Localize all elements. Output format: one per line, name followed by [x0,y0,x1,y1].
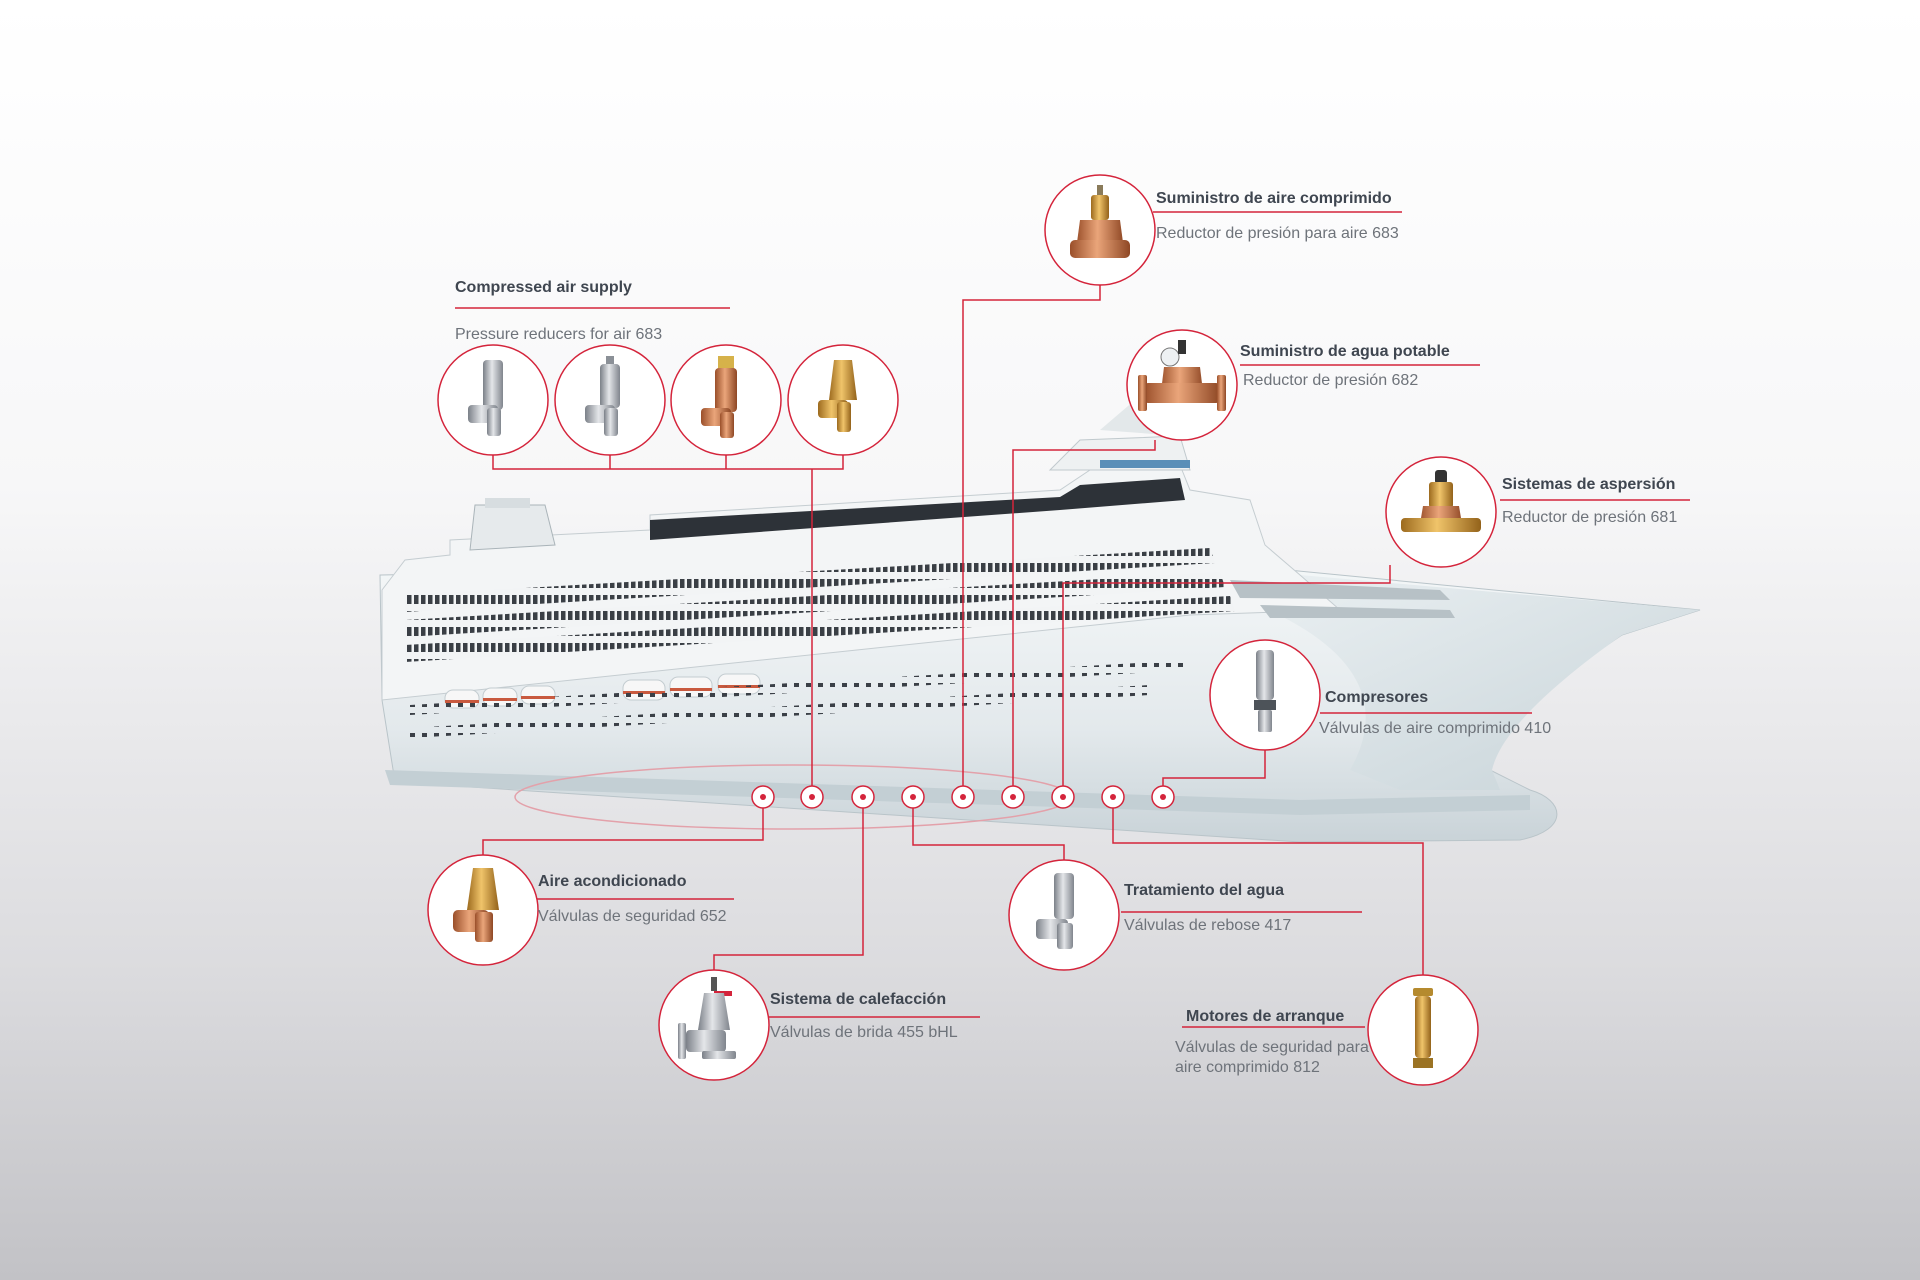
label-subtitle: Válvulas de aire comprimido 410 [1319,720,1552,737]
ship-funnel [469,504,556,551]
label-title: Tratamiento del agua [1124,882,1285,899]
product-circles [427,174,1497,1086]
valve-icon[interactable] [437,344,549,456]
valve-icon[interactable] [554,344,666,456]
label-subtitle: Válvulas de rebose 417 [1124,917,1292,934]
pressure-reducer-icon[interactable] [1385,456,1497,568]
label-subtitle: Reductor de presión 682 [1243,372,1419,389]
valve-icon[interactable] [670,344,782,456]
pressure-reducer-icon[interactable] [1044,174,1156,286]
label-title: Compressed air supply [455,279,632,296]
label-sistema-calefaccion: Sistema de calefacción Válvulas de brida… [770,991,980,1043]
label-sistemas-aspersion: Sistemas de aspersión Reductor de presió… [1502,476,1692,528]
label-subtitle: Válvulas de brida 455 bHL [770,1024,958,1041]
ship-bow [1185,565,1700,790]
label-title: Sistema de calefacción [770,991,947,1008]
label-subtitle: Pressure reducers for air 683 [455,326,663,343]
valve-icon[interactable] [787,344,899,456]
label-title: Suministro de aire comprimido [1156,190,1392,207]
label-compressed-air-supply: Compressed air supply Pressure reducers … [455,279,730,345]
label-motores-arranque: Motores de arranque Válvulas de segurida… [1175,1008,1369,1078]
label-title: Aire acondicionado [538,873,687,890]
label-subtitle: Reductor de presión 681 [1502,509,1678,526]
valve-icon[interactable] [427,854,539,966]
label-subtitle-line2: aire comprimido 812 [1175,1059,1320,1076]
label-suministro-aire-comprimido: Suministro de aire comprimido Reductor d… [1156,190,1406,244]
label-title: Sistemas de aspersión [1502,476,1676,493]
cruise-ship [379,400,1701,843]
label-subtitle: Válvulas de seguridad 652 [538,908,727,925]
label-suministro-agua-potable: Suministro de agua potable Reductor de p… [1240,343,1480,391]
label-compresores: Compresores Válvulas de aire comprimido … [1319,689,1551,739]
valve-icon[interactable] [1008,859,1120,971]
label-title: Compresores [1325,689,1429,706]
flanged-valve-icon[interactable] [658,969,770,1081]
label-title: Motores de arranque [1186,1008,1345,1025]
valve-icon[interactable] [1367,974,1479,1086]
label-aire-acondicionado: Aire acondicionado Válvulas de seguridad… [538,873,738,927]
label-tratamiento-agua: Tratamiento del agua Válvulas de rebose … [1124,882,1364,936]
label-subtitle: Válvulas de seguridad para [1175,1039,1369,1056]
label-subtitle: Reductor de presión para aire 683 [1156,225,1399,242]
hull-markers [751,785,1175,809]
valve-icon[interactable] [1209,639,1321,751]
pressure-reducer-icon[interactable] [1126,329,1238,441]
label-title: Suministro de agua potable [1240,343,1450,360]
connector-lines [455,211,1690,1028]
